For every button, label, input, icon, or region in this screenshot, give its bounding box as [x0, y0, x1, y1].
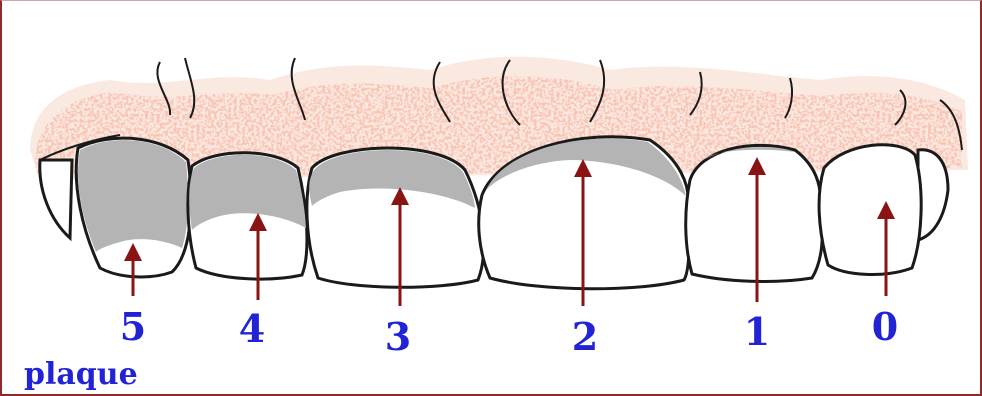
- score-label-3: 3: [385, 314, 411, 359]
- score-label-0: 0: [872, 304, 898, 349]
- tooth-4: [188, 153, 307, 279]
- score-labels: 5 4 3 2 1 0: [120, 304, 898, 359]
- score-label-5: 5: [120, 304, 146, 349]
- plaque-area-5: [78, 140, 188, 252]
- plaque-legend-label: plaque: [24, 357, 138, 392]
- tooth-back-left: [40, 160, 72, 238]
- tooth-0: [819, 145, 921, 275]
- score-label-2: 2: [572, 314, 598, 359]
- score-label-1: 1: [744, 309, 770, 354]
- tooth-back-right: [918, 150, 948, 240]
- tooth-3: [307, 148, 484, 287]
- tooth-1: [686, 145, 823, 281]
- score-label-4: 4: [239, 306, 265, 351]
